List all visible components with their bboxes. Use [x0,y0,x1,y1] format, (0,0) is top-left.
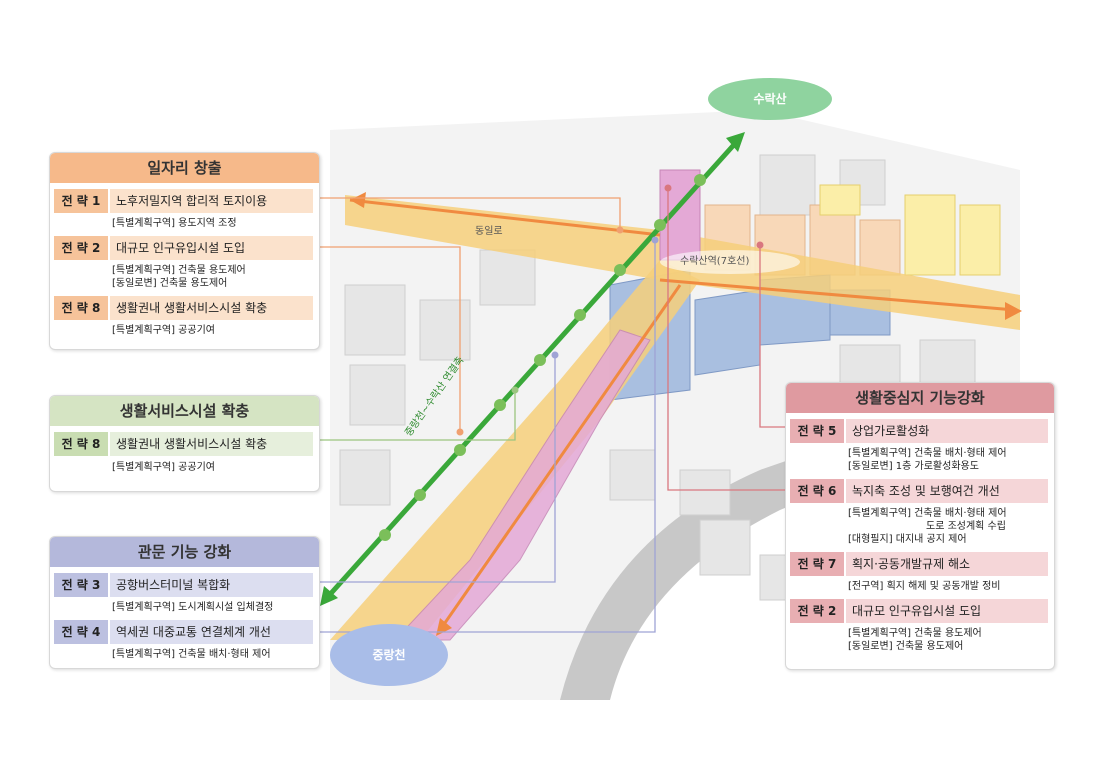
strategy-text: 공항버스터미널 복합화 [110,573,313,597]
bubble-mountain: 수락산 [708,78,832,120]
strategy-tag: 전 략 5 [790,419,844,443]
strategy-row: 전 략 2 대규모 인구유입시설 도입 [54,236,313,260]
strategy-tag: 전 략 8 [54,432,108,456]
strategy-tag: 전 략 8 [54,296,108,320]
panel-gate-title: 관문 기능 강화 [50,537,319,567]
strategy-text: 생활권내 생활서비스시설 확충 [110,296,313,320]
strategy-row: 전 략 5 상업가로활성화 [790,419,1048,443]
green-axis-line [323,136,742,602]
strategy-row: 전 략 4 역세권 대중교통 연결체계 개선 [54,620,313,644]
strategy-text: 녹지축 조성 및 보행여건 개선 [846,479,1048,503]
strategy-tag: 전 략 1 [54,189,108,213]
strategy-sub: [동일로변] 건축물 용도제어 [848,641,964,652]
tree-line [379,174,706,541]
road-arrowhead-left [350,192,366,208]
strategy-row: 전 략 8 생활권내 생활서비스시설 확충 [54,296,313,320]
strategy-tag: 전 략 6 [790,479,844,503]
road-arrow-right [659,278,1016,312]
strategy-text: 노후저밀지역 합리적 토지이용 [110,189,313,213]
strategy-tag: 전 략 4 [54,620,108,644]
strategy-tag: 전 략 7 [790,552,844,576]
strategy-sub: [특별계획구역] 건축물 용도제어 [112,265,246,276]
leader-dots [456,184,764,436]
strategy-sub: [특별계획구역] 공공기여 [112,325,215,336]
strategy-sub: [특별계획구역] 건축물 배치·형태 제어 [848,448,1007,459]
strategy-text: 대규모 인구유입시설 도입 [846,599,1048,623]
panel-gate: 관문 기능 강화 전 략 3 공항버스터미널 복합화 [특별계획구역] 도시계획… [49,536,320,669]
diagonal-arrow [438,284,682,631]
strategy-text: 상업가로활성화 [846,419,1048,443]
panel-jobs: 일자리 창출 전 략 1 노후저밀지역 합리적 토지이용 [특별계획구역] 용도… [49,152,320,350]
strategy-row: 전 략 1 노후저밀지역 합리적 토지이용 [54,189,313,213]
leader-gate-1 [318,355,556,583]
strategy-row: 전 략 8 생활권내 생활서비스시설 확충 [54,432,313,456]
leader-center-1 [759,245,785,428]
strategy-sub: 도로 조성계획 수립 [926,521,1006,532]
strategy-sub: [전구역] 획지 해제 및 공동개발 정비 [848,581,1001,592]
leader-jobs-2 [318,246,461,432]
strategy-tag: 전 략 2 [54,236,108,260]
strategy-sub: [특별계획구역] 도시계획시설 입체결정 [112,602,274,613]
panel-service: 생활서비스시설 확충 전 략 8 생활권내 생활서비스시설 확충 [특별계획구역… [49,395,320,492]
station-label: 수락산역(7호선) [680,256,750,267]
district-tower [659,169,701,261]
station-zone [660,250,800,274]
background-buildings [339,154,976,601]
road-label: 동일로 [475,226,503,237]
leader-jobs-1 [318,197,621,230]
strategy-sub: [대형필지] 대지내 공지 제어 [848,534,967,545]
green-axis-arrow-bottom [320,586,338,606]
strategy-row: 전 략 7 획지·공동개발규제 해소 [790,552,1048,576]
strategy-sub: [동일로변] 1층 가로활성화용도 [848,461,979,472]
bubble-stream: 중랑천 [330,624,448,686]
strategy-text: 역세권 대중교통 연결체계 개선 [110,620,313,644]
yellow-buildings [819,184,1001,276]
strategy-row: 전 략 2 대규모 인구유입시설 도입 [790,599,1048,623]
strategy-sub: [특별계획구역] 용도지역 조정 [112,218,237,229]
strategy-sub: [특별계획구역] 건축물 배치·형태 제어 [112,649,271,660]
strategy-text: 대규모 인구유입시설 도입 [110,236,313,260]
strategy-tag: 전 략 2 [790,599,844,623]
panel-service-title: 생활서비스시설 확충 [50,396,319,426]
special-district [393,329,651,641]
panel-jobs-title: 일자리 창출 [50,153,319,183]
panel-center-title: 생활중심지 기능강화 [786,383,1054,413]
strategy-row: 전 략 3 공항버스터미널 복합화 [54,573,313,597]
panel-center: 생활중심지 기능강화 전 략 5 상업가로활성화 [특별계획구역] 건축물 배치… [785,382,1055,670]
green-axis-arrow-top [726,132,745,152]
strategy-sub: [특별계획구역] 건축물 용도제어 [848,628,982,639]
strategy-sub: [동일로변] 건축물 용도제어 [112,278,228,289]
strategy-sub: [특별계획구역] 건축물 배치·형태 제어 [848,508,1007,519]
strategy-tag: 전 략 3 [54,573,108,597]
leader-center-2 [667,188,785,491]
strategy-text: 획지·공동개발규제 해소 [846,552,1048,576]
road-arrow-left [349,198,661,237]
strategy-text: 생활권내 생활서비스시설 확충 [110,432,313,456]
strategy-sub: [특별계획구역] 공공기여 [112,462,215,473]
road-arrowhead-right [1005,302,1022,320]
strategy-row: 전 략 6 녹지축 조성 및 보행여건 개선 [790,479,1048,503]
leader-service [318,390,516,441]
